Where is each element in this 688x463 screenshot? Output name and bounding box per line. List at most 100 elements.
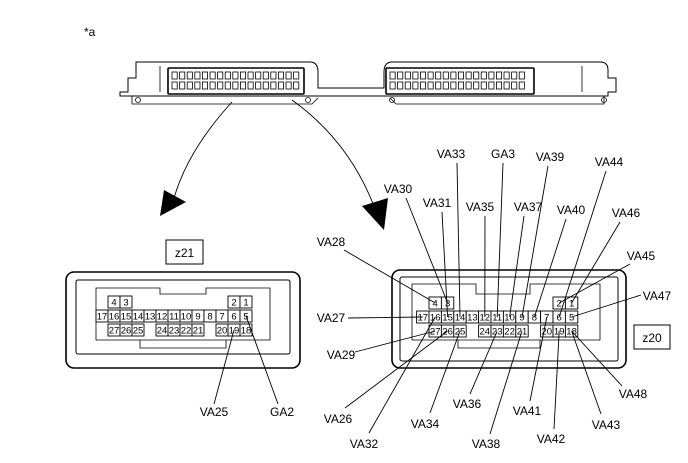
pin-number: 2 bbox=[557, 299, 562, 310]
ecu-pin bbox=[277, 81, 284, 90]
pin-number: 17 bbox=[418, 313, 429, 324]
wire-label: VA36 bbox=[453, 397, 482, 411]
pin-number: 14 bbox=[455, 313, 466, 324]
ecu-pin bbox=[503, 71, 510, 80]
leader-line bbox=[529, 316, 548, 402]
pin-number: 2 bbox=[231, 298, 236, 309]
ecu-pin bbox=[293, 81, 300, 90]
wire-label: VA39 bbox=[536, 150, 565, 164]
ecu-pin bbox=[495, 81, 502, 90]
ecu-pin bbox=[473, 71, 480, 80]
leader-line bbox=[469, 330, 498, 395]
wire-label: VA47 bbox=[643, 289, 672, 303]
ecu-pin bbox=[239, 71, 246, 80]
pin-number: 12 bbox=[157, 312, 168, 323]
pin-number: 11 bbox=[492, 313, 502, 324]
wire-label: VA28 bbox=[317, 235, 346, 249]
pin-number: 7 bbox=[219, 312, 224, 323]
pin-number: 16 bbox=[109, 312, 120, 323]
arrow-to-z21 bbox=[160, 101, 233, 216]
leader-line bbox=[213, 329, 235, 405]
pin-number: 24 bbox=[480, 327, 491, 338]
ecu-pin bbox=[435, 71, 442, 80]
ecu-pin bbox=[419, 71, 426, 80]
ecu-pin bbox=[201, 71, 208, 80]
wire-label: VA30 bbox=[384, 182, 413, 196]
ecu-pin bbox=[179, 71, 186, 80]
ecu-pin bbox=[209, 71, 216, 80]
pin-number: 27 bbox=[430, 327, 441, 338]
pin-cell bbox=[239, 323, 253, 337]
figure-marker: *a bbox=[84, 25, 96, 39]
pin-cell bbox=[239, 295, 253, 309]
wire-label: VA46 bbox=[612, 206, 641, 220]
ecu-pin bbox=[397, 81, 404, 90]
wire-label: VA43 bbox=[592, 418, 621, 432]
ecu-pin bbox=[389, 71, 396, 80]
wire-label: VA44 bbox=[595, 155, 624, 169]
wire-label: VA48 bbox=[619, 387, 648, 401]
ecu-pin bbox=[270, 71, 277, 80]
ecu-pin bbox=[171, 71, 178, 80]
wire-label: GA3 bbox=[491, 147, 515, 161]
ecu-pin bbox=[404, 81, 411, 90]
leader-line bbox=[533, 218, 567, 318]
pin-cell bbox=[131, 323, 145, 337]
ecu-pin bbox=[270, 81, 277, 90]
pin-number: 1 bbox=[569, 299, 574, 310]
ecu-pin bbox=[224, 71, 231, 80]
leader-line bbox=[558, 170, 607, 318]
leader-line bbox=[571, 330, 602, 415]
pin-number: 22 bbox=[181, 326, 192, 337]
pin-number: 24 bbox=[157, 326, 168, 337]
pin-cell bbox=[119, 295, 133, 309]
pin-number: 6 bbox=[557, 313, 562, 324]
ecu-pin bbox=[518, 81, 525, 90]
ecu-pin bbox=[511, 71, 518, 80]
ecu-pin bbox=[488, 81, 495, 90]
ecu-pin bbox=[186, 71, 193, 80]
ecu-pin bbox=[397, 71, 404, 80]
ecu-pin bbox=[442, 71, 449, 80]
ecu-pin bbox=[171, 81, 178, 90]
arrow-to-z20 bbox=[291, 99, 388, 230]
ecu-pin bbox=[412, 71, 419, 80]
ecu-pin bbox=[247, 71, 254, 80]
pin-number: 25 bbox=[133, 326, 144, 337]
wire-label: VA34 bbox=[411, 417, 440, 431]
z21-label-box: z21 bbox=[165, 239, 204, 265]
pin-number: 21 bbox=[193, 326, 204, 337]
ecu-pin bbox=[224, 81, 231, 90]
pin-number: 26 bbox=[121, 326, 132, 337]
ecu-pin bbox=[457, 71, 464, 80]
wire-label: VA40 bbox=[557, 203, 586, 217]
ecu-pin bbox=[201, 81, 208, 90]
pin-number: 12 bbox=[480, 313, 491, 324]
ecu-pin bbox=[457, 81, 464, 90]
ecu-pin bbox=[427, 81, 434, 90]
wire-label: VA26 bbox=[324, 412, 353, 426]
ecu-pin bbox=[262, 81, 269, 90]
ecu-pin bbox=[465, 71, 472, 80]
ecu-pin bbox=[488, 71, 495, 80]
pin-number: 20 bbox=[217, 326, 228, 337]
leader-line bbox=[405, 197, 449, 304]
wire-label: VA41 bbox=[513, 404, 542, 418]
ecu-pin bbox=[262, 71, 269, 80]
ecu-pin bbox=[217, 71, 224, 80]
pin-number: 10 bbox=[181, 312, 192, 323]
leader-line bbox=[441, 211, 449, 318]
pin-number: 16 bbox=[430, 313, 441, 324]
ecu-pin bbox=[435, 81, 442, 90]
leader-line bbox=[571, 330, 623, 387]
pin-number: 11 bbox=[169, 312, 179, 323]
ecu-pin bbox=[186, 81, 193, 90]
ecu-pin bbox=[293, 71, 300, 80]
ecu-pin bbox=[473, 81, 480, 90]
wire-label: VA27 bbox=[317, 311, 346, 325]
pin-number: 20 bbox=[542, 327, 553, 338]
leader-line bbox=[553, 330, 560, 430]
leader-line bbox=[509, 215, 525, 318]
leader-line bbox=[343, 249, 436, 304]
